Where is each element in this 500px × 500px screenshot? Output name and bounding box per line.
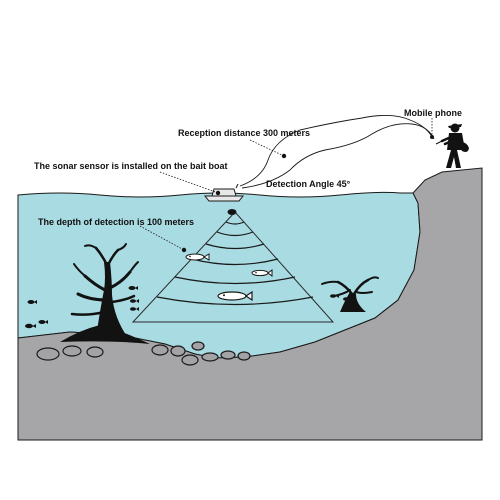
- fish-icon: [128, 286, 138, 290]
- fish-icon: [25, 323, 36, 329]
- reception-signal-line: [239, 115, 433, 187]
- detection-angle-label: Detection Angle 45°: [266, 179, 351, 189]
- reception-distance-label: Reception distance 300 meters: [178, 128, 310, 138]
- leader-lines: [139, 118, 433, 251]
- fish-icon: [343, 297, 352, 301]
- fish-icon: [185, 253, 210, 261]
- detection-cone: [131, 211, 335, 323]
- fisherman-silhouette-icon: [430, 123, 469, 168]
- fish-icon: [217, 290, 253, 302]
- lakebed-rocks: [36, 341, 251, 366]
- fish-icon: [130, 307, 139, 311]
- fish-icon: [130, 299, 139, 303]
- detection-cone-outline: [131, 211, 335, 323]
- detected-fish: [185, 253, 273, 302]
- fish-icon: [251, 269, 273, 277]
- reception-signal-line-2: [241, 123, 435, 189]
- detection-depth-label: The depth of detection is 100 meters: [38, 217, 194, 227]
- background-fish: [25, 286, 352, 329]
- underwater-tree-icon: [321, 276, 379, 312]
- underwater-tree-icon: [60, 243, 150, 344]
- mobile-phone-label: Mobile phone: [404, 108, 462, 118]
- leader-dots: [181, 135, 434, 253]
- fish-icon: [330, 294, 339, 298]
- fish-icon: [27, 300, 37, 304]
- fish-icon: [38, 320, 48, 324]
- sonar-wave-arcs: [156, 221, 314, 306]
- sonar-sensor-label: The sonar sensor is installed on the bai…: [34, 161, 228, 171]
